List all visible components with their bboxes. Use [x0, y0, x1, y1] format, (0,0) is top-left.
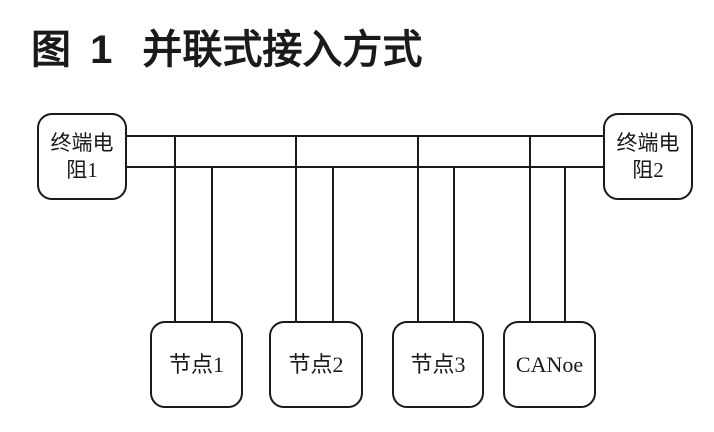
tap-node3-bottom-bus: [453, 166, 455, 323]
node-3-box: 节点3: [392, 321, 484, 408]
tap-node1-top-bus: [174, 135, 176, 323]
terminal-resistor-1-label-line2: 阻1: [66, 157, 98, 182]
canoe-box: CANoe: [503, 321, 596, 408]
node-1-label: 节点1: [168, 351, 224, 377]
figure-title: 图 1 并联式接入方式: [31, 26, 422, 74]
bus-line-top: [126, 135, 605, 137]
tap-node2-top-bus: [295, 135, 297, 323]
node-3-label: 节点3: [410, 351, 466, 377]
canoe-label: CANoe: [515, 351, 584, 377]
terminal-resistor-2-box: 终端电 阻2: [603, 113, 693, 200]
node-1-box: 节点1: [150, 321, 243, 408]
tap-canoe-bottom-bus: [564, 166, 566, 323]
terminal-resistor-1-label-line1: 终端电: [50, 130, 114, 155]
figure-caption: 并联式接入方式: [142, 28, 423, 72]
bus-line-bottom: [126, 166, 605, 168]
terminal-resistor-2-label-line2: 阻2: [632, 157, 664, 182]
node-2-box: 节点2: [269, 321, 363, 408]
terminal-resistor-1-box: 终端电 阻1: [37, 113, 127, 200]
figure-number: 图 1: [31, 28, 117, 72]
tap-node2-bottom-bus: [332, 166, 334, 323]
tap-node1-bottom-bus: [211, 166, 213, 323]
terminal-resistor-2-label-line1: 终端电: [616, 130, 680, 155]
node-2-label: 节点2: [288, 351, 344, 377]
tap-node3-top-bus: [417, 135, 419, 323]
tap-canoe-top-bus: [529, 135, 531, 323]
